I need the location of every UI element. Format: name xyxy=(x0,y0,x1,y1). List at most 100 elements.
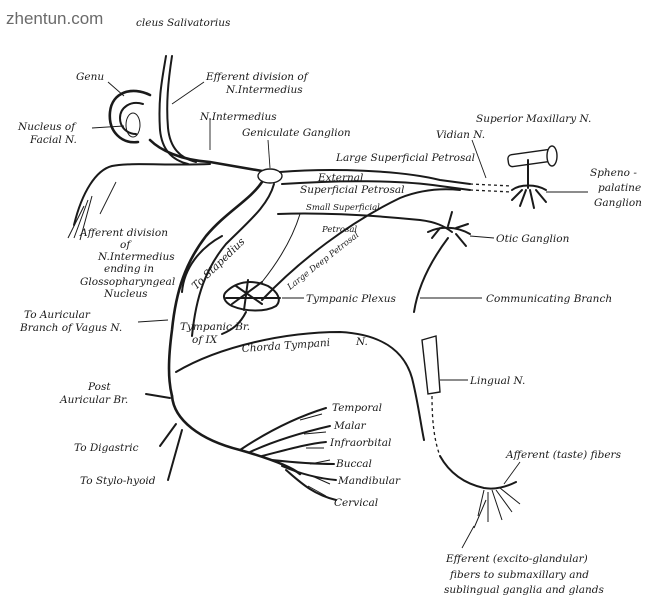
sphenopalatine-ganglion xyxy=(511,184,547,209)
label-nucleus-salivatorius: cleus Salivatorius xyxy=(136,17,231,29)
leader-lines xyxy=(91,81,487,215)
label-efferent-division-2: N.Intermedius xyxy=(225,84,303,96)
large-deep-petrosal-nerve xyxy=(261,188,461,301)
label-afferent-division-3: N.Intermedius xyxy=(97,251,175,263)
label-sphenopalatine-1: Spheno - xyxy=(590,167,637,179)
nerve-root-trunk xyxy=(148,138,270,174)
label-chorda-tympani: Chorda Tympani xyxy=(241,337,330,355)
label-sphenopalatine-3: Ganglion xyxy=(594,197,642,209)
nerve-paths xyxy=(67,55,588,549)
post-auricular-nerve xyxy=(145,393,171,399)
afferent-division-nerve xyxy=(73,163,211,226)
chorda-tympani-nerve xyxy=(175,331,425,441)
efferent-leader xyxy=(171,81,205,105)
stapedius-nerve xyxy=(181,235,223,293)
label-afferent-division-1: Afferent division xyxy=(79,227,168,239)
label-n-intermedius: N.Intermedius xyxy=(199,111,277,123)
tympanic-plexus xyxy=(223,279,281,312)
salivatorius-stalk xyxy=(158,55,189,165)
label-large-superficial-petrosal: Large Superficial Petrosal xyxy=(335,152,475,164)
efferent-glandular-leader xyxy=(461,525,475,549)
submaxillary-fibers xyxy=(473,487,521,529)
lower-facial-trunk xyxy=(170,394,302,476)
label-afferent-division-5: Glossopharyngeal xyxy=(80,276,175,288)
lingual-nerve-tube xyxy=(421,335,441,395)
vidian-dashed-2 xyxy=(469,189,513,193)
label-nucleus-facial-2: Facial N. xyxy=(29,134,77,146)
vidian-dashed xyxy=(469,183,513,187)
label-tympanic-br-2: of IX xyxy=(192,334,218,346)
label-external-superficial-2: Superficial Petrosal xyxy=(300,184,404,196)
digastric-nerve xyxy=(159,423,177,447)
label-superior-maxillary: Superior Maxillary N. xyxy=(476,113,591,125)
communicating-branch-nerve xyxy=(413,237,449,313)
label-external-superficial-1: External xyxy=(317,172,363,184)
label-petrosal: Petrosal xyxy=(321,225,357,235)
label-large-deep-petrosal: Large Deep Petrosal xyxy=(285,230,362,293)
otic-leader xyxy=(469,235,495,239)
label-cervical: Cervical xyxy=(334,497,378,509)
label-lingual: Lingual N. xyxy=(469,375,525,387)
label-post-auricular-2: Auricular Br. xyxy=(59,394,128,406)
afferent-division-leader xyxy=(99,181,117,215)
small-superficial-petrosal-nerve xyxy=(277,212,453,233)
lingual-descent xyxy=(439,455,517,490)
genu-leader xyxy=(107,81,125,97)
label-to-auricular-2: Branch of Vagus N. xyxy=(19,322,122,334)
label-efferent-division-1: Efferent division of xyxy=(205,71,310,83)
terminal-fibers xyxy=(299,413,331,497)
label-infraorbital: Infraorbital xyxy=(329,437,391,449)
facial-canal-trunk xyxy=(167,180,264,398)
watermark: zhentun.com xyxy=(6,9,103,28)
tympanic-branch-ix xyxy=(221,311,247,335)
petrosal-link xyxy=(261,213,301,283)
auricular-vagus-leader xyxy=(137,319,169,323)
vidian-leader xyxy=(471,139,487,179)
label-vidian: Vidian N. xyxy=(436,129,485,141)
label-small-superficial: Small Superficial xyxy=(306,203,380,213)
label-efferent-glandular-1: Efferent (excito-glandular) xyxy=(445,553,588,565)
label-buccal: Buccal xyxy=(335,458,372,470)
label-to-auricular-1: To Auricular xyxy=(24,309,91,321)
facial-nucleus xyxy=(125,112,141,138)
label-efferent-glandular-3: sublingual ganglia and glands xyxy=(444,584,604,596)
afferent-division-fibers xyxy=(67,195,93,241)
malar-branch xyxy=(249,425,331,453)
label-communicating-branch: Communicating Branch xyxy=(486,293,612,305)
label-afferent-division-4: ending in xyxy=(104,263,154,275)
label-to-digastric: To Digastric xyxy=(74,442,139,454)
label-sphenopalatine-2: palatine xyxy=(598,182,641,194)
temporal-branch xyxy=(239,407,327,451)
label-nucleus-facial-1: Nucleus of xyxy=(17,121,77,133)
geniculate-leader xyxy=(267,139,271,169)
facial-nucleus-leader xyxy=(91,125,125,129)
label-post-auricular-1: Post xyxy=(87,381,111,393)
label-afferent-taste: Afferent (taste) fibers xyxy=(505,449,622,461)
geniculate-ganglion xyxy=(257,168,283,184)
label-malar: Malar xyxy=(333,420,367,432)
label-geniculate-ganglion: Geniculate Ganglion xyxy=(242,127,351,139)
label-chorda-n: N. xyxy=(355,336,368,348)
lingual-dashed xyxy=(431,395,441,457)
afferent-taste-leader xyxy=(503,461,521,485)
label-genu: Genu xyxy=(76,71,104,83)
infraorbital-branch xyxy=(261,441,327,457)
facial-canal-outer xyxy=(191,183,275,337)
label-otic-ganglion: Otic Ganglion xyxy=(496,233,570,245)
mandibular-branch xyxy=(281,465,337,481)
cervical-branch xyxy=(285,469,337,501)
superior-maxillary-end xyxy=(546,145,558,167)
otic-ganglion xyxy=(427,211,471,247)
label-afferent-division-2: of xyxy=(120,239,132,251)
label-efferent-glandular-2: fibers to submaxillary and xyxy=(449,569,589,581)
salivatorius-stalk-2 xyxy=(166,55,197,163)
genu-loop xyxy=(108,89,152,144)
stylohyoid-nerve xyxy=(167,429,183,481)
label-tympanic-plexus: Tympanic Plexus xyxy=(306,293,397,305)
label-to-stylohyoid: To Stylo-hyoid xyxy=(80,475,156,487)
label-temporal: Temporal xyxy=(332,402,382,414)
label-tympanic-br-1: Tympanic Br. xyxy=(180,321,250,333)
buccal-branch xyxy=(271,459,335,465)
genu-inner-loop xyxy=(119,102,144,135)
